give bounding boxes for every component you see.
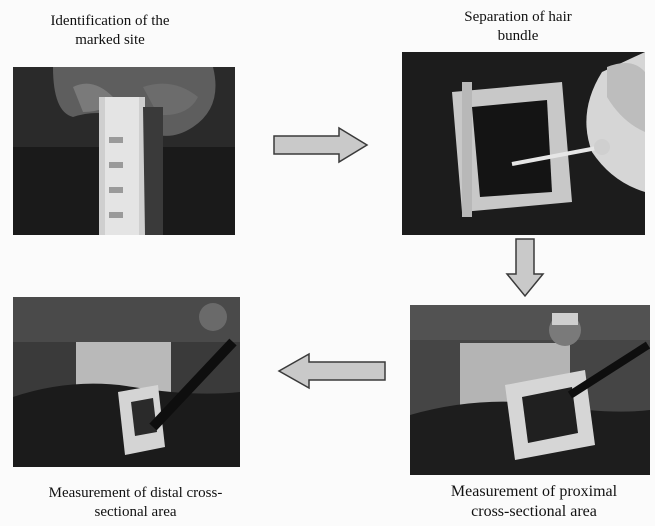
down-arrow-icon — [505, 238, 545, 298]
step-4-caption-line-1: Measurement of distal cross- — [13, 484, 258, 503]
step-2-caption-line-2: bundle — [428, 27, 608, 46]
step-1-caption-line-2: marked site — [20, 31, 200, 50]
left-arrow-icon — [277, 352, 387, 390]
distal-measurement-photo-illustration — [13, 297, 240, 467]
arrow-left — [277, 352, 387, 390]
step-3-caption-line-1: Measurement of proximal — [418, 482, 650, 502]
step-2-caption-line-1: Separation of hair — [428, 8, 608, 27]
proximal-measurement-photo-illustration — [410, 305, 650, 475]
arrow-down — [505, 238, 545, 298]
step-2-photo — [402, 52, 645, 235]
step-3-photo — [410, 305, 650, 475]
step-1-caption: Identification of the marked site — [20, 12, 200, 50]
marked-site-photo-illustration — [13, 67, 235, 235]
step-3-caption: Measurement of proximal cross-sectional … — [418, 482, 650, 522]
step-4-caption-line-2: sectional area — [13, 503, 258, 522]
right-arrow-icon — [273, 126, 369, 164]
step-3-caption-line-2: cross-sectional area — [418, 502, 650, 522]
step-4-caption: Measurement of distal cross- sectional a… — [13, 484, 258, 522]
step-1-caption-line-1: Identification of the — [20, 12, 200, 31]
hair-bundle-photo-illustration — [402, 52, 645, 235]
step-4-photo — [13, 297, 240, 467]
step-2-caption: Separation of hair bundle — [428, 8, 608, 46]
arrow-right — [273, 126, 369, 164]
step-1-photo — [13, 67, 235, 235]
